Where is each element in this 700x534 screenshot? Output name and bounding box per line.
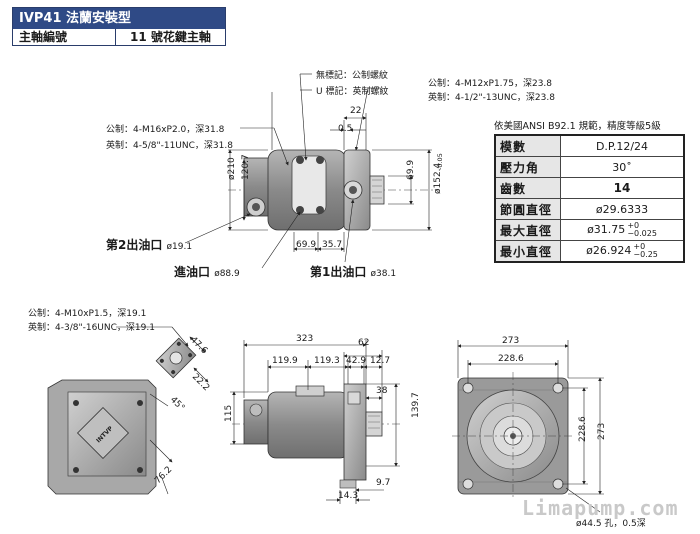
note-left-metric: 公制：4-M16xP2.0，深31.8	[106, 125, 225, 135]
label-inlet-text: 進油口	[174, 265, 211, 279]
dim-139-7: 139.7	[411, 392, 421, 418]
spec-key: 最小直徑	[494, 240, 561, 263]
dim-119-3: 119.3	[314, 356, 340, 366]
dim-119-9: 119.9	[272, 356, 298, 366]
dim-45-deg: 45°	[168, 395, 186, 413]
dim-152-4: ø152.4	[433, 162, 443, 194]
dim-69-9-v: 69.9	[406, 160, 416, 180]
note-metric-mark: 無標記：公制螺紋	[316, 71, 389, 81]
dim-115: 115	[224, 405, 234, 422]
spindle-code-label: 主軸編號	[13, 29, 116, 45]
dim-120-7: 120.7	[241, 154, 251, 180]
dim-210: ø210	[227, 157, 237, 180]
spec-value: D.P.12/24	[560, 134, 685, 157]
spline-spec-table: 模數 D.P.12/24 壓力角 30˚ 齒數 14 節圓直徑 ø29.6333…	[494, 134, 685, 263]
note-top-imperial: 英制：4-1/2"-13UNC，深23.8	[428, 93, 555, 103]
spec-row: 壓力角 30˚	[494, 156, 685, 178]
spec-row: 最小直徑 ø26.924+0−0.25	[494, 240, 685, 263]
spec-caption: 依美國ANSI B92.1 規範，精度等級5級	[494, 121, 661, 132]
spec-row: 模數 D.P.12/24	[494, 134, 685, 157]
tol-bottom: −0.025	[627, 229, 657, 238]
port-block-detail	[116, 326, 209, 383]
dim-22: 22	[350, 106, 362, 116]
label-outlet-2-text: 第2出油口	[106, 238, 163, 252]
spec-value: 30˚	[560, 156, 685, 178]
dim-14-3: 14.3	[338, 491, 359, 501]
dim-273-h: 273	[502, 336, 520, 346]
dim-273-v: 273	[597, 423, 607, 440]
dim-35-7: 35.7	[322, 240, 343, 250]
outlet-port-face	[291, 155, 327, 215]
spec-row: 齒數 14	[494, 177, 685, 199]
spindle-code-row: 主軸編號 11 號花鍵主軸	[13, 29, 225, 45]
note-left-imperial: 英制：4-5/8"-11UNC，深31.8	[106, 141, 233, 151]
dim-323: 323	[296, 334, 314, 344]
spec-value: ø29.6333	[560, 198, 685, 220]
spec-key: 壓力角	[494, 156, 561, 178]
note-bolt-hole: ø44.5 孔，0.5深	[576, 519, 646, 529]
dim-42-9: 42.9	[346, 356, 367, 366]
rear-view-dimensions	[457, 340, 604, 513]
tol-top: +0	[627, 221, 640, 230]
dim-12-7: 12.7	[370, 356, 391, 366]
spindle-code-value: 11 號花鍵主軸	[130, 30, 211, 44]
spec-key: 最大直徑	[494, 219, 561, 241]
dim-228-6-h: 228.6	[498, 354, 524, 364]
spline-shaft	[369, 175, 385, 205]
side-view-dimensions	[230, 340, 400, 504]
note-u-mark: U 標記：英制螺紋	[316, 87, 389, 97]
spec-row: 節圓直徑 ø29.6333	[494, 198, 685, 220]
pump-front-view: INTVP	[47, 379, 173, 495]
spec-row: 最大直徑 ø31.75+0−0.025	[494, 219, 685, 241]
label-outlet-1-text: 第1出油口	[310, 265, 367, 279]
spec-value: ø31.75	[587, 223, 626, 236]
label-outlet-1: 第1出油口 ø38.1	[310, 263, 396, 280]
spec-tolerance: +0−0.025	[627, 222, 657, 238]
spec-value: 14	[560, 177, 685, 199]
watermark-brand: Limapump.com	[522, 496, 679, 520]
title-block: IVP41 法蘭安裝型 主軸編號 11 號花鍵主軸	[12, 7, 226, 46]
note-top-metric: 公制：4-M12xP1.75，深23.8	[428, 79, 553, 89]
spec-tolerance: +0−0.25	[633, 243, 658, 259]
dim-0-5: 0.5	[338, 124, 353, 134]
label-inlet: 進油口 ø88.9	[174, 263, 240, 280]
label-outlet-1-size: ø38.1	[370, 269, 397, 279]
label-outlet-2: 第2出油口 ø19.1	[106, 236, 192, 253]
dim-38: 38	[376, 386, 388, 396]
spec-value-cell: ø31.75+0−0.025	[560, 219, 685, 241]
tol-bottom: −0.25	[633, 250, 658, 259]
pump-top-view	[228, 149, 440, 231]
tol-top: +0	[633, 242, 646, 251]
pump-side-view	[232, 383, 400, 489]
note-port-metric: 公制：4-M10xP1.5，深19.1	[28, 309, 147, 319]
spec-value-cell: ø26.924+0−0.25	[560, 240, 685, 263]
dim-69-9-h: 69.9	[296, 240, 317, 250]
spec-key: 節圓直徑	[494, 198, 561, 220]
spec-key: 模數	[494, 134, 561, 157]
note-port-imperial: 英制：4-3/8"-16UNC，深19.1	[28, 323, 155, 333]
label-outlet-2-size: ø19.1	[166, 242, 193, 252]
dim-62: 62	[358, 338, 370, 348]
label-inlet-size: ø88.9	[214, 269, 240, 279]
dim-22-2: 22.2	[190, 372, 211, 393]
pump-rear-view	[452, 372, 574, 500]
dim-228-6-v: 228.6	[578, 416, 588, 442]
page-title: IVP41 法蘭安裝型	[13, 8, 225, 29]
spec-value: ø26.924	[586, 244, 632, 257]
dim-152-4-tol: -0.05	[436, 153, 444, 170]
spec-key: 齒數	[494, 177, 561, 199]
dim-9-7: 9.7	[376, 478, 391, 488]
